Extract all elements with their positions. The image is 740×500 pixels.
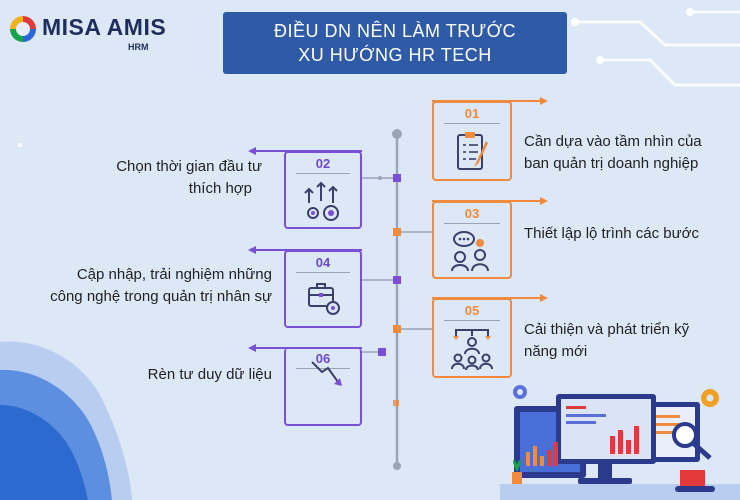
step-06-number: 06 — [315, 351, 331, 366]
misa-logo-icon — [10, 16, 36, 42]
step-05-number: 05 — [464, 303, 480, 318]
step-06-text: Rèn tư duy dữ liệu — [20, 364, 272, 386]
step-02-number: 02 — [315, 156, 331, 171]
step-06-text-line-1: Rèn tư duy dữ liệu — [147, 366, 272, 383]
step-04-box: 04 — [284, 250, 362, 328]
step-04-text-line-1: Cập nhập, trải nghiệm những — [76, 266, 272, 283]
step-01-divider — [444, 123, 500, 124]
step-01-box: 01 — [432, 101, 512, 181]
step-02-text: Chọn thời gian đầu tư thích hợp — [20, 156, 262, 200]
step-03-text: Thiết lập lộ trình các bước — [524, 223, 734, 245]
gear-icon — [513, 385, 719, 407]
step-05-divider — [444, 320, 500, 321]
step-06-box: 06 — [284, 348, 362, 426]
step-04-text-line-2: công nghệ trong quản trị nhân sự — [50, 288, 272, 305]
decline-chart-icon — [311, 361, 342, 386]
step-02-text-line-2: thích hợp — [188, 180, 252, 197]
step-01-number: 01 — [464, 106, 480, 121]
step-04-divider — [296, 272, 350, 273]
step-05-box: 05 — [432, 298, 512, 378]
step-03-number: 03 — [464, 206, 480, 221]
title-banner: ĐIỀU DN NÊN LÀM TRƯỚC XU HƯỚNG HR TECH — [223, 12, 567, 74]
growth-gears-icon — [304, 181, 339, 221]
step-02-divider — [296, 173, 350, 174]
step-01-text-line-1: Cần dựa vào tầm nhìn của — [524, 133, 702, 150]
step-02-box: 02 — [284, 151, 362, 229]
brand-name: MISA AMIS — [42, 14, 167, 40]
step-02-text-line-1: Chọn thời gian đầu tư — [116, 158, 262, 175]
step-05-text-line-2: năng mới — [524, 343, 588, 360]
title-line-1: ĐIỀU DN NÊN LÀM TRƯỚC — [274, 21, 516, 41]
step-03-divider — [444, 223, 500, 224]
computer-dashboard-illustration — [500, 385, 740, 500]
team-chat-icon — [451, 231, 489, 272]
step-01-text: Cần dựa vào tầm nhìn của ban quản trị do… — [524, 131, 734, 175]
step-04-number: 04 — [315, 255, 331, 270]
step-01-text-line-2: ban quản trị doanh nghiệp — [524, 155, 699, 172]
step-04-text: Cập nhập, trải nghiệm những công nghệ tr… — [10, 264, 272, 308]
step-06-divider — [296, 368, 350, 369]
brand-sub: HRM — [128, 42, 149, 52]
title-line-2: XU HƯỚNG HR TECH — [298, 45, 492, 65]
checklist-icon — [457, 132, 488, 170]
step-05-text: Cải thiện và phát triển kỹ năng mới — [524, 319, 734, 363]
step-03-box: 03 — [432, 201, 512, 279]
team-hierarchy-icon — [451, 329, 493, 370]
step-05-text-line-1: Cải thiện và phát triển kỹ — [524, 321, 690, 338]
step-03-text-line-1: Thiết lập lộ trình các bước — [524, 225, 699, 242]
briefcase-gear-icon — [308, 283, 340, 315]
